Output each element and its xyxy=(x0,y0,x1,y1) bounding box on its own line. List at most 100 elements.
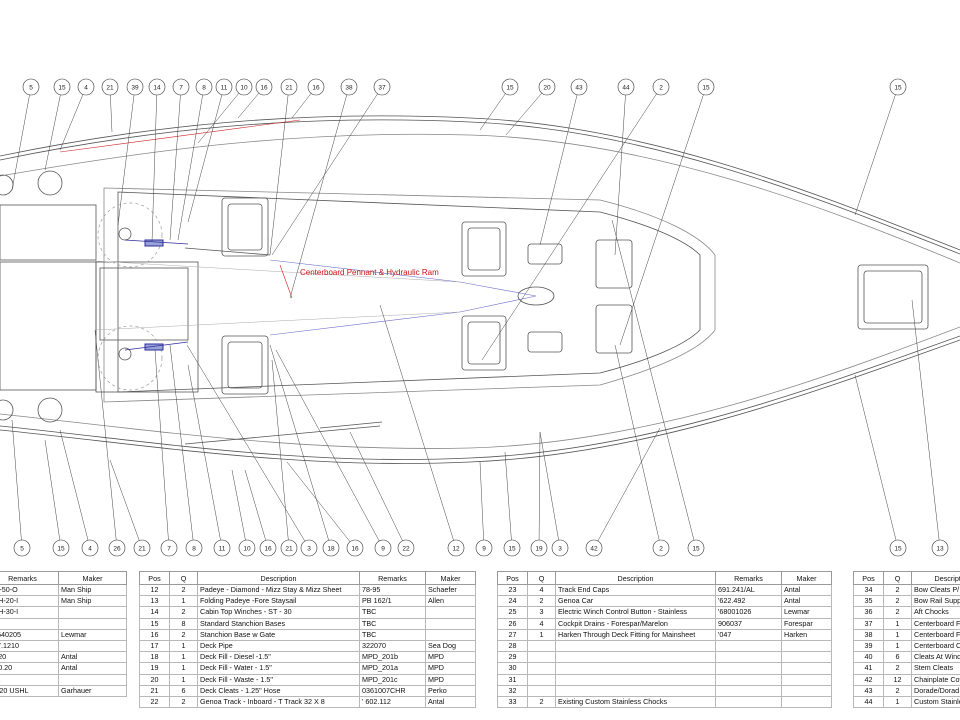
cell-maker xyxy=(425,617,476,630)
cell-desc: Padeye - Diamond - Mizz Stay & Mizz Shee… xyxy=(197,583,360,597)
cell-remarks: DH-50-O xyxy=(0,583,59,597)
balloon-circle xyxy=(501,78,519,96)
cell-remarks: 691.241/AL xyxy=(715,583,782,597)
cell-desc: Existing Custom Stainless Chocks xyxy=(555,695,716,709)
leader-line xyxy=(481,86,662,361)
cell-pos: 21 xyxy=(139,684,170,697)
cell-desc: Track End Caps xyxy=(555,583,716,597)
cell-remarks: 0361007CHR xyxy=(359,684,426,697)
callout-number: 4 xyxy=(84,84,88,91)
col-header-remarks: Remarks xyxy=(715,571,782,585)
callout-number: 15 xyxy=(692,545,700,552)
balloon-circle xyxy=(503,539,521,557)
leader-line xyxy=(271,359,290,549)
leader-line xyxy=(614,344,662,549)
table-row: 29 xyxy=(497,651,832,664)
cell-q xyxy=(527,639,556,653)
callout-balloon: 2 xyxy=(614,344,670,557)
cell-maker: Antal xyxy=(425,695,476,709)
balloon-circle xyxy=(133,539,151,557)
cell-maker xyxy=(781,639,832,653)
cell-pos: 28 xyxy=(497,639,528,653)
cell-maker: Forespar xyxy=(781,617,832,630)
balloon-circle xyxy=(373,78,391,96)
cell-pos: 24 xyxy=(497,595,528,608)
balloon-circle xyxy=(101,78,119,96)
balloon-circle xyxy=(77,78,95,96)
cell-pos: 44 xyxy=(853,695,884,709)
cell-remarks: R20.20 xyxy=(0,662,59,675)
callout-balloon: 13 xyxy=(911,299,949,557)
table-row: D420Antal xyxy=(0,651,127,664)
callout-number: 11 xyxy=(219,545,226,552)
leader-line xyxy=(504,451,513,549)
balloon-circle xyxy=(81,539,99,557)
callout-balloon: 11 xyxy=(187,78,233,223)
cell-q: 2 xyxy=(527,695,556,709)
hull-outline xyxy=(0,115,960,464)
callout-number: 21 xyxy=(106,84,114,91)
cell-maker xyxy=(58,673,127,686)
cell-remarks: D420 xyxy=(0,651,59,664)
cell-remarks: MPD_201c xyxy=(359,673,426,686)
cell-pos: 16 xyxy=(139,628,170,641)
balloon-circle xyxy=(53,78,71,96)
balloon-circle xyxy=(687,539,705,557)
callout-number: 3 xyxy=(558,545,562,552)
col-header-q: Q xyxy=(169,571,198,585)
leader-line xyxy=(44,86,63,171)
cell-pos: 37 xyxy=(853,617,884,630)
callout-number: 19 xyxy=(535,545,543,552)
col-header-description: Description xyxy=(555,571,716,585)
callout-number: 37 xyxy=(378,84,386,91)
leader-line xyxy=(619,86,707,346)
balloon-circle xyxy=(652,539,670,557)
balloon-circle xyxy=(697,78,715,96)
cell-desc: Deck Pipe xyxy=(197,639,360,653)
col-header-remarks: Remarks xyxy=(0,571,59,585)
leader-line xyxy=(538,431,541,549)
dashed-circles xyxy=(97,202,163,391)
callout-balloon: 7 xyxy=(169,78,190,241)
cell-remarks: LDH-30-I xyxy=(0,606,59,619)
leader-line xyxy=(117,86,136,226)
leader-line xyxy=(854,86,899,216)
cell-desc xyxy=(555,684,716,697)
balloon-circle xyxy=(340,78,358,96)
leader-line xyxy=(539,431,561,549)
col-header-description: Description xyxy=(911,571,960,585)
cell-maker: Harken xyxy=(781,628,832,641)
callout-balloon: 3 xyxy=(186,344,318,557)
cell-remarks: 50-20 USHL xyxy=(0,684,59,697)
callout-number: 8 xyxy=(202,84,206,91)
cell-remarks: ' 602.112 xyxy=(359,695,426,709)
cell-q: 2 xyxy=(883,662,912,675)
cell-remarks: 49540205 xyxy=(0,628,59,641)
leader-line xyxy=(109,459,143,549)
callout-balloon: 42 xyxy=(585,427,661,557)
balloon-circle xyxy=(617,78,635,96)
leader-line xyxy=(94,329,118,549)
cell-q: 1 xyxy=(169,595,198,608)
table-row: LDH-30-I xyxy=(0,606,127,619)
cell-remarks xyxy=(715,639,782,653)
balloon-circle xyxy=(346,539,364,557)
cell-desc: Centerboard F xyxy=(911,628,960,641)
balloon-circle xyxy=(235,78,253,96)
callout-number: 43 xyxy=(575,84,583,91)
cell-maker: Man Ship xyxy=(58,583,127,597)
callout-balloon: 38 xyxy=(289,78,358,299)
callout-number: 7 xyxy=(179,84,183,91)
balloon-circle xyxy=(259,539,277,557)
callout-balloon: 16 xyxy=(286,461,364,557)
